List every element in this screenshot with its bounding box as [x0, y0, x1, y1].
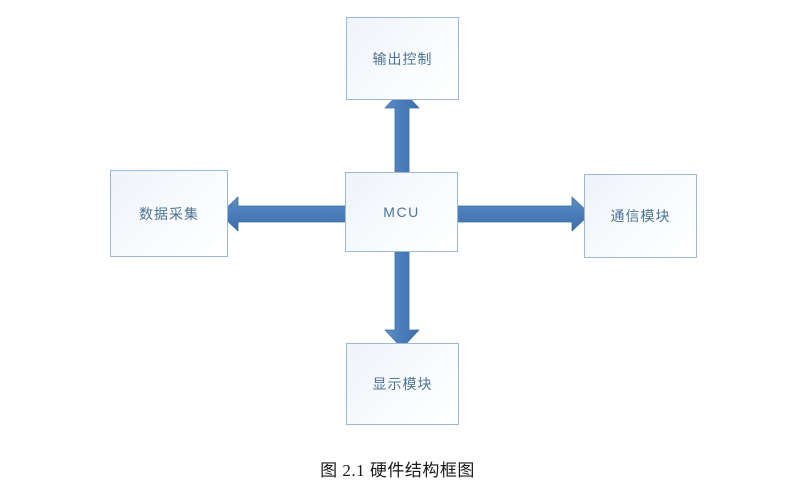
node-display-module-label: 显示模块: [372, 376, 433, 392]
arrow-mcu-to-data-acquisition: [219, 196, 355, 232]
node-data-acquisition[interactable]: 数据采集: [110, 170, 228, 257]
node-mcu[interactable]: MCU: [345, 172, 458, 252]
arrow-mcu-to-display-module: [384, 243, 420, 349]
node-communication-module[interactable]: 通信模块: [584, 174, 697, 258]
node-display-module[interactable]: 显示模块: [346, 343, 459, 425]
node-mcu-label: MCU: [383, 204, 420, 220]
node-output-control-label: 输出控制: [372, 50, 433, 67]
figure-caption: 图 2.1 硬件结构框图: [320, 461, 475, 480]
arrow-mcu-to-communication-module: [449, 196, 591, 232]
node-data-acquisition-label: 数据采集: [139, 205, 199, 222]
node-communication-module-label: 通信模块: [610, 208, 671, 224]
node-output-control[interactable]: 输出控制: [346, 17, 459, 100]
arrow-mcu-to-output-control: [384, 89, 420, 181]
